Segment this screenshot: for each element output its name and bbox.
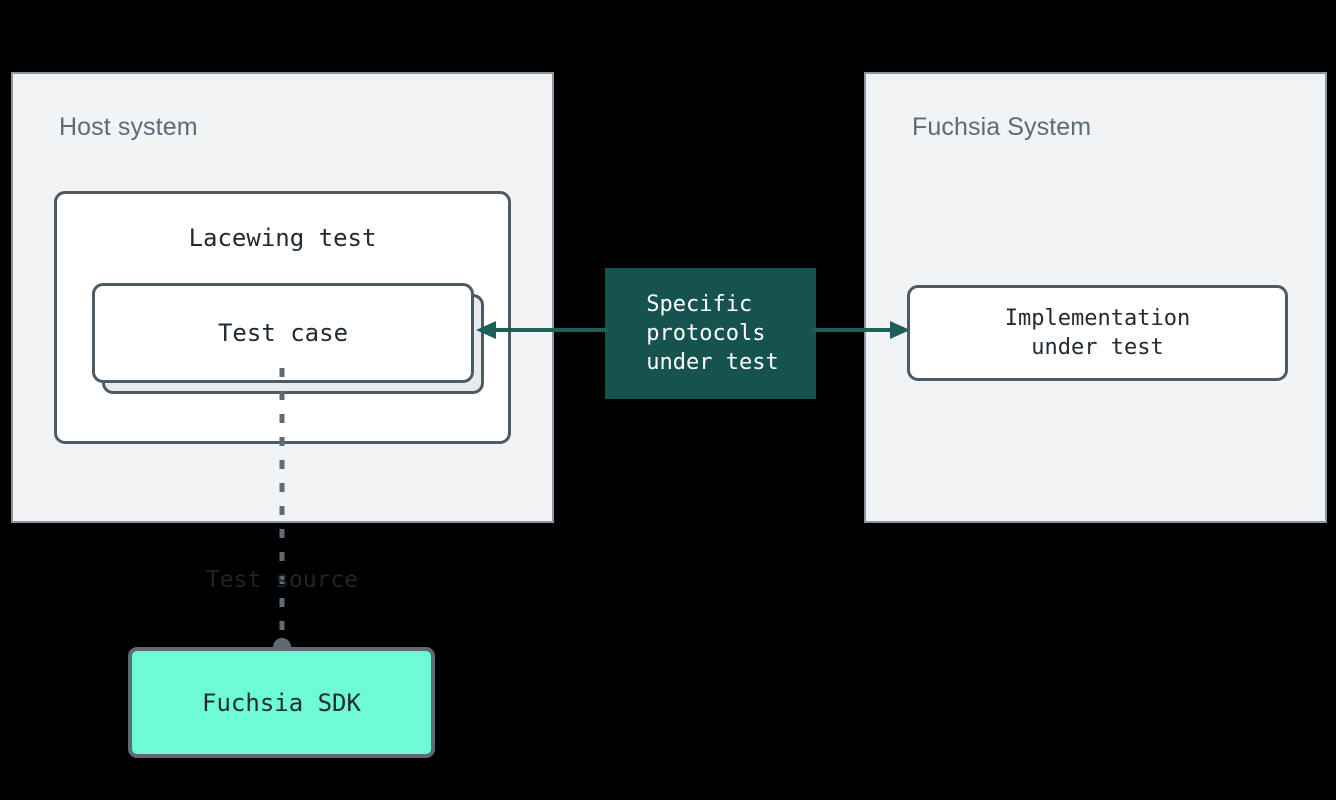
specific-protocols-label: Specific protocols under test bbox=[646, 292, 779, 375]
specific-protocols-box: Specific protocols under test bbox=[605, 268, 816, 399]
fuchsia-system-title: Fuchsia System bbox=[912, 113, 1092, 141]
test-case-front-card: Test case bbox=[92, 283, 474, 383]
lacewing-test-label: Lacewing test bbox=[188, 224, 377, 252]
protocols-to-implementation-arrow bbox=[812, 321, 910, 339]
fuchsia-sdk-box: Fuchsia SDK bbox=[128, 647, 435, 758]
implementation-under-test-box: Implementation under test bbox=[907, 285, 1288, 381]
test-case-stack: Test case bbox=[92, 283, 484, 394]
implementation-under-test-label: Implementation under test bbox=[1004, 306, 1191, 360]
test-case-label: Test case bbox=[217, 319, 349, 347]
host-system-title: Host system bbox=[59, 113, 198, 141]
test-source-label: Test source bbox=[205, 567, 359, 593]
test-source-connector bbox=[273, 368, 291, 656]
protocols-to-test-case-arrow bbox=[476, 321, 608, 339]
fuchsia-sdk-label: Fuchsia SDK bbox=[202, 688, 361, 717]
